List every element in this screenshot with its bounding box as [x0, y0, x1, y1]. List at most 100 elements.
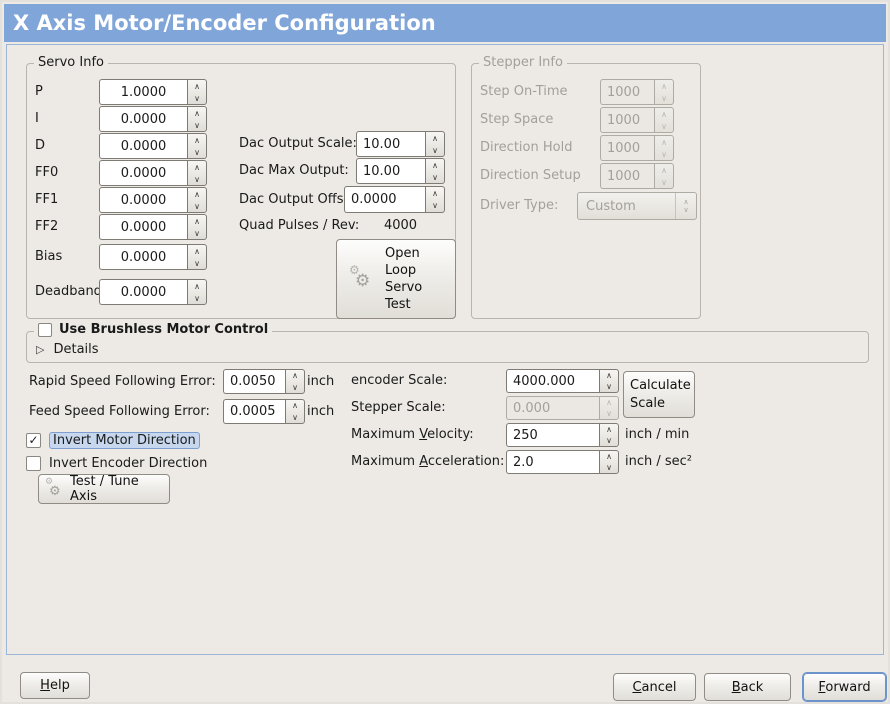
spin-down-icon: ∨: [661, 149, 667, 159]
spinbox-input[interactable]: 250: [506, 423, 599, 447]
spinner-buttons[interactable]: ∧∨: [187, 244, 207, 270]
spin-up-icon[interactable]: ∧: [292, 371, 298, 381]
spinbox-input[interactable]: 0.0050: [223, 369, 285, 394]
spin-up-icon[interactable]: ∧: [194, 81, 200, 91]
spinbox-input[interactable]: 0.0000: [99, 133, 187, 159]
spinbox-input[interactable]: 1.0000: [99, 79, 187, 105]
spinner-buttons[interactable]: ∧∨: [425, 158, 445, 184]
spinner-buttons[interactable]: ∧∨: [187, 187, 207, 213]
dac-output-offset-spinbox[interactable]: 0.0000 ∧∨: [344, 186, 445, 213]
servo-ff1-spinbox[interactable]: 0.0000 ∧∨: [99, 187, 207, 213]
spinbox-input[interactable]: 10.00: [356, 131, 425, 157]
spinner-buttons[interactable]: ∧∨: [187, 79, 207, 105]
stepper-scale-spinbox: 0.000 ∧∨: [506, 396, 619, 420]
invert-encoder-checkbox[interactable]: [26, 455, 41, 471]
spinbox-input[interactable]: 0.0000: [99, 279, 187, 305]
spin-down-icon[interactable]: ∨: [194, 93, 200, 103]
use-brushless-checkbox[interactable]: [38, 323, 52, 337]
maximum-acceleration-spinbox[interactable]: 2.0 ∧∨: [506, 450, 619, 474]
forward-button[interactable]: Forward: [803, 673, 886, 701]
feed-following-error-spinbox[interactable]: 0.0005 ∧∨: [223, 399, 305, 424]
spin-down-icon[interactable]: ∨: [194, 293, 200, 303]
test-tune-axis-button[interactable]: ⚙⚙ Test / Tune Axis: [38, 474, 170, 504]
step-space-spinbox: 1000 ∧∨: [600, 107, 674, 133]
rapid-following-error-spinbox[interactable]: 0.0050 ∧∨: [223, 369, 305, 394]
spin-down-icon[interactable]: ∨: [194, 147, 200, 157]
spin-up-icon[interactable]: ∧: [606, 371, 612, 380]
dac-output-scale-spinbox[interactable]: 10.00 ∧∨: [356, 131, 445, 157]
servo-p-spinbox[interactable]: 1.0000 ∧∨: [99, 79, 207, 105]
spin-up-icon[interactable]: ∧: [194, 162, 200, 172]
spin-up-icon[interactable]: ∧: [194, 281, 200, 291]
spin-up-icon[interactable]: ∧: [606, 452, 612, 461]
back-button[interactable]: Back: [704, 673, 791, 701]
spinner-buttons[interactable]: ∧∨: [285, 399, 305, 424]
spinbox-input[interactable]: 0.0000: [99, 106, 187, 132]
servo-ff2-spinbox[interactable]: 0.0000 ∧∨: [99, 214, 207, 240]
calculate-scale-button[interactable]: Calculate Scale: [623, 371, 695, 418]
open-loop-servo-test-button[interactable]: ⚙⚙ Open Loop Servo Test: [336, 239, 456, 319]
spin-up-icon[interactable]: ∧: [432, 160, 438, 170]
servo-deadband-spinbox[interactable]: 0.0000 ∧∨: [99, 279, 207, 305]
dac-max-output-spinbox[interactable]: 10.00 ∧∨: [356, 158, 445, 184]
spinner-buttons[interactable]: ∧∨: [187, 214, 207, 240]
spinbox-input[interactable]: 0.0000: [99, 160, 187, 186]
spin-down-icon[interactable]: ∨: [432, 145, 438, 155]
spinner-buttons[interactable]: ∧∨: [425, 131, 445, 157]
invert-encoder-label[interactable]: Invert Encoder Direction: [49, 455, 208, 471]
spinner-buttons[interactable]: ∧∨: [599, 450, 619, 474]
encoder-scale-spinbox[interactable]: 4000.000 ∧∨: [506, 369, 619, 393]
spinbox-input: 1000: [600, 79, 654, 105]
spin-down-icon[interactable]: ∨: [194, 228, 200, 238]
spinbox-input[interactable]: 4000.000: [506, 369, 599, 393]
spin-up-icon[interactable]: ∧: [432, 188, 438, 198]
details-expander[interactable]: ▷ Details: [36, 340, 99, 358]
spinner-buttons[interactable]: ∧∨: [187, 279, 207, 305]
spinner-buttons[interactable]: ∧∨: [187, 106, 207, 132]
invert-motor-direction-row[interactable]: ✓ Invert Motor Direction: [26, 431, 200, 449]
spin-up-icon[interactable]: ∧: [194, 108, 200, 118]
spin-down-icon[interactable]: ∨: [432, 172, 438, 182]
cancel-button[interactable]: Cancel: [613, 673, 696, 701]
invert-motor-label[interactable]: Invert Motor Direction: [49, 431, 200, 449]
spinner-buttons[interactable]: ∧∨: [425, 186, 445, 213]
spin-down-icon[interactable]: ∨: [606, 463, 612, 472]
spin-down-icon[interactable]: ∨: [292, 382, 298, 392]
invert-encoder-direction-row[interactable]: Invert Encoder Direction: [26, 454, 207, 472]
servo-ff0-spinbox[interactable]: 0.0000 ∧∨: [99, 160, 207, 186]
spin-up-icon[interactable]: ∧: [194, 135, 200, 145]
maximum-velocity-spinbox[interactable]: 250 ∧∨: [506, 423, 619, 447]
spinner-buttons[interactable]: ∧∨: [285, 369, 305, 394]
spinner-buttons[interactable]: ∧∨: [187, 133, 207, 159]
invert-motor-checkbox[interactable]: ✓: [26, 432, 41, 448]
help-button[interactable]: Help: [20, 672, 90, 699]
spinner-buttons[interactable]: ∧∨: [599, 423, 619, 447]
spin-down-icon[interactable]: ∨: [432, 201, 438, 211]
servo-bias-spinbox[interactable]: 0.0000 ∧∨: [99, 244, 207, 270]
spin-down-icon[interactable]: ∨: [194, 120, 200, 130]
spin-down-icon[interactable]: ∨: [606, 436, 612, 445]
expander-arrow-icon[interactable]: ▷: [36, 342, 45, 356]
spinbox-input[interactable]: 0.0000: [99, 244, 187, 270]
spinbox-input[interactable]: 2.0: [506, 450, 599, 474]
spinbox-input[interactable]: 10.00: [356, 158, 425, 184]
spin-up-icon[interactable]: ∧: [292, 401, 298, 411]
spin-down-icon[interactable]: ∨: [194, 258, 200, 268]
spin-up-icon[interactable]: ∧: [194, 246, 200, 256]
spin-up-icon[interactable]: ∧: [194, 189, 200, 199]
spinner-buttons[interactable]: ∧∨: [187, 160, 207, 186]
servo-i-spinbox[interactable]: 0.0000 ∧∨: [99, 106, 207, 132]
spinbox-input[interactable]: 0.0000: [99, 187, 187, 213]
spin-up-icon[interactable]: ∧: [432, 133, 438, 143]
spin-up-icon[interactable]: ∧: [606, 425, 612, 434]
spinbox-input[interactable]: 0.0005: [223, 399, 285, 424]
spinner-buttons[interactable]: ∧∨: [599, 369, 619, 393]
spinbox-input[interactable]: 0.0000: [344, 186, 425, 213]
spin-down-icon[interactable]: ∨: [292, 412, 298, 422]
spin-down-icon[interactable]: ∨: [606, 382, 612, 391]
spinbox-input[interactable]: 0.0000: [99, 214, 187, 240]
spin-down-icon[interactable]: ∨: [194, 174, 200, 184]
servo-d-spinbox[interactable]: 0.0000 ∧∨: [99, 133, 207, 159]
spin-up-icon[interactable]: ∧: [194, 216, 200, 226]
spin-down-icon[interactable]: ∨: [194, 201, 200, 211]
